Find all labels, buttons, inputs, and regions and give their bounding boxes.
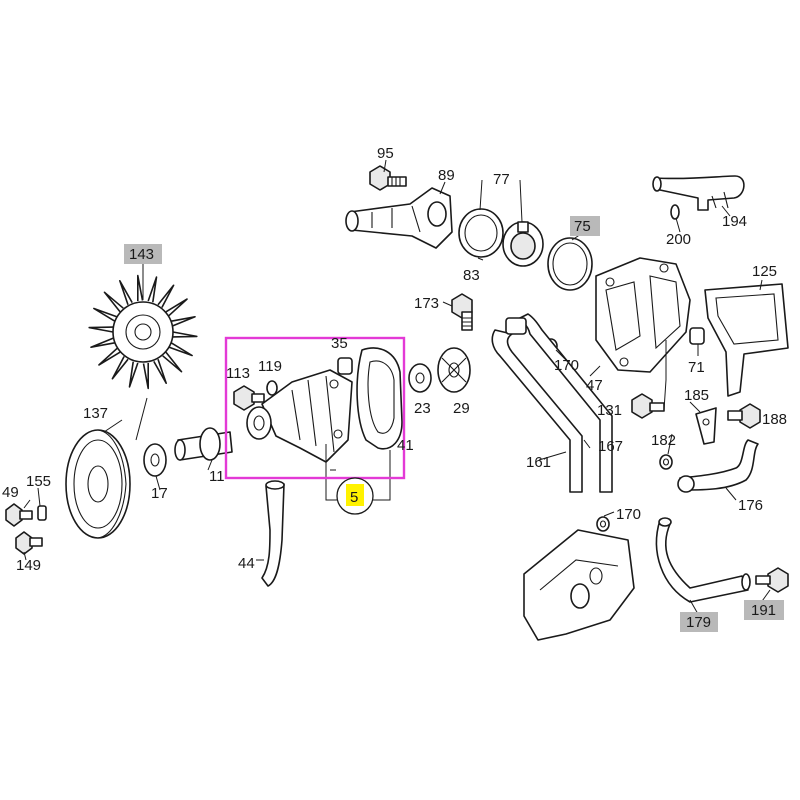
- part-182-washer[interactable]: [659, 454, 673, 470]
- label-83: 83: [463, 267, 480, 284]
- part-194-coolant-pipe[interactable]: [652, 175, 745, 211]
- part-41-pump-gasket[interactable]: [356, 347, 403, 450]
- part-44-hose[interactable]: [261, 480, 285, 587]
- part-176-hose-pipe[interactable]: [677, 439, 759, 493]
- part-200-washer[interactable]: [670, 204, 680, 220]
- label-89: 89: [438, 167, 455, 184]
- label-71: 71: [688, 359, 705, 376]
- part-185-bracket[interactable]: [695, 407, 717, 445]
- label-176: 176: [738, 497, 763, 514]
- leader-lines: [23, 159, 771, 615]
- label-179: 179: [686, 614, 711, 631]
- label-131: 131: [597, 402, 622, 419]
- label-35: 35: [331, 335, 348, 352]
- label-170-lower: 170: [616, 506, 641, 523]
- label-191: 191: [751, 602, 776, 619]
- label-149: 149: [16, 557, 41, 574]
- part-89-coolant-outlet[interactable]: [345, 187, 453, 249]
- part-77-thermostat[interactable]: [502, 221, 544, 267]
- part-149-bolt[interactable]: [15, 531, 43, 555]
- label-41: 41: [397, 437, 414, 454]
- part-143-fan-wheel[interactable]: [88, 274, 198, 390]
- callout-5[interactable]: [336, 477, 374, 515]
- part-188-bolt[interactable]: [727, 403, 761, 429]
- label-137: 137: [83, 405, 108, 422]
- part-119-washer[interactable]: [266, 380, 278, 396]
- part-179-pipe[interactable]: [655, 517, 751, 603]
- label-182: 182: [651, 432, 676, 449]
- label-23: 23: [414, 400, 431, 417]
- label-161: 161: [526, 454, 551, 471]
- label-49: 49: [2, 484, 19, 501]
- label-194: 194: [722, 213, 747, 230]
- part-49-bolt[interactable]: [5, 503, 33, 527]
- part-113-bolt[interactable]: [233, 385, 265, 411]
- label-29: 29: [453, 400, 470, 417]
- part-155-washer[interactable]: [37, 505, 47, 521]
- part-71-sleeve[interactable]: [689, 327, 705, 345]
- label-155: 155: [26, 473, 51, 490]
- label-119: 119: [258, 358, 282, 375]
- label-11: 11: [209, 468, 225, 485]
- label-125: 125: [752, 263, 777, 280]
- water-pump-body[interactable]: [246, 369, 353, 463]
- label-5[interactable]: 5: [350, 489, 358, 506]
- label-113: 113: [226, 365, 250, 382]
- label-188: 188: [762, 411, 787, 428]
- part-191-bolt[interactable]: [755, 567, 789, 593]
- label-185: 185: [684, 387, 709, 404]
- part-161-167-coolant-tubes[interactable]: [491, 313, 613, 493]
- label-173: 173: [414, 295, 439, 312]
- part-83-seal-ring[interactable]: [458, 208, 504, 258]
- part-95-bolt[interactable]: [369, 165, 407, 191]
- part-number-labels: 95 89 77 83 75 194 200 125 143 173 35 11…: [2, 145, 787, 631]
- part-137-crankshaft-pulley[interactable]: [65, 429, 131, 539]
- label-17: 17: [151, 485, 168, 502]
- part-131-bolt[interactable]: [631, 393, 665, 419]
- label-box-143: [124, 244, 162, 264]
- part-47-housing-cover[interactable]: [595, 257, 691, 373]
- part-11-shaft[interactable]: [174, 427, 233, 461]
- part-29-pulley-hub[interactable]: [437, 347, 471, 393]
- label-95: 95: [377, 145, 394, 162]
- part-125-gasket[interactable]: [704, 283, 789, 397]
- label-47: 47: [586, 377, 603, 394]
- label-167: 167: [598, 438, 623, 455]
- part-75-o-ring[interactable]: [547, 237, 593, 291]
- label-box-75: [570, 216, 600, 236]
- part-23-spacer[interactable]: [408, 363, 432, 393]
- label-143: 143: [129, 246, 154, 263]
- part-housing-lower[interactable]: [523, 529, 635, 641]
- highlight-box-water-pump: [224, 336, 406, 480]
- part-173-bolt[interactable]: [451, 293, 473, 331]
- part-170-washer-lower[interactable]: [596, 516, 610, 532]
- label-box-191: [744, 600, 784, 620]
- fan-teeth: [88, 274, 198, 390]
- part-17-hub[interactable]: [143, 443, 167, 477]
- label-170-upper: 170: [554, 357, 579, 374]
- label-44: 44: [238, 555, 255, 572]
- label-200: 200: [666, 231, 691, 248]
- label-77: 77: [493, 171, 510, 188]
- label-75: 75: [574, 218, 591, 235]
- part-35-spacer[interactable]: [337, 357, 353, 375]
- label-box-179: [680, 612, 718, 632]
